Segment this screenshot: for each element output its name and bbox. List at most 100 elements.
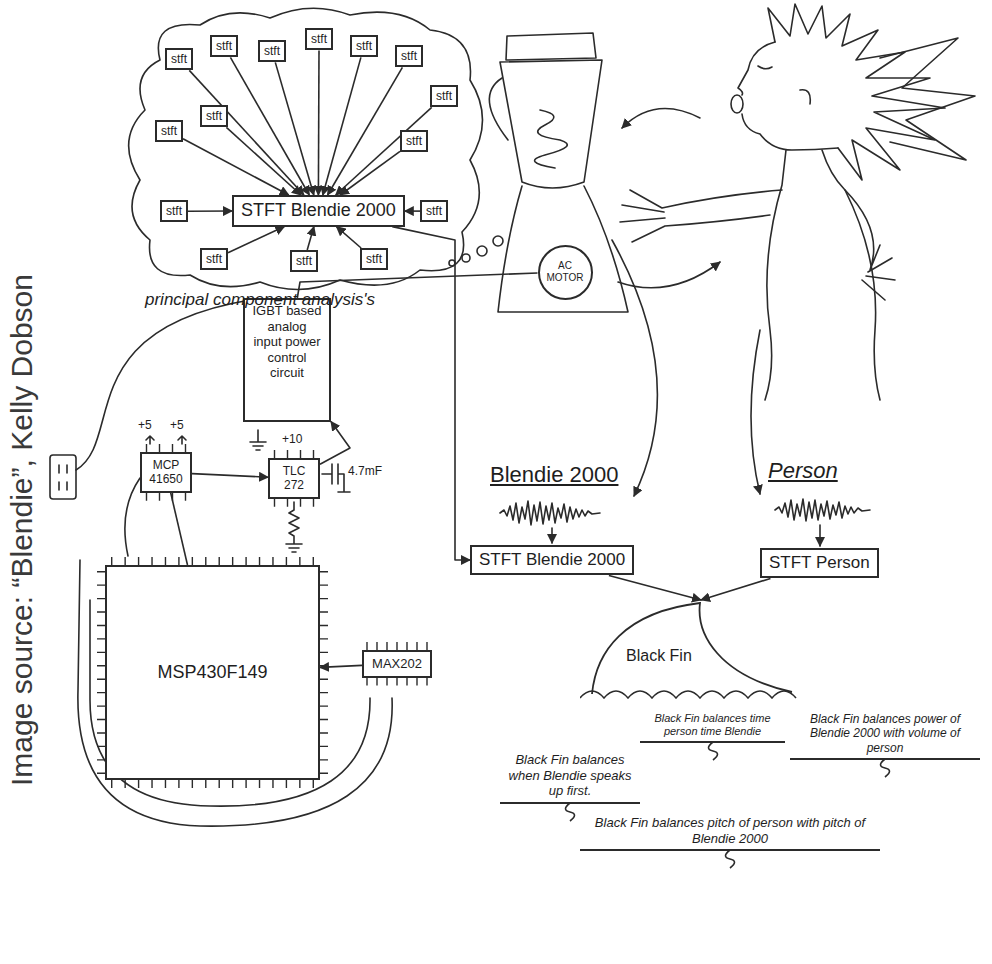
stft-box: stft [350,35,378,57]
stft-box: stft [200,248,228,270]
node-text: MCP 41650 [146,458,186,487]
supply-label: +5 [138,418,152,432]
sound-arrow [622,109,700,128]
node-text: stft [426,204,442,218]
motor-circle: AC MOTOR [538,245,593,300]
arrow-connector [189,70,304,195]
arrow-connector [318,50,320,195]
chip-pin [147,444,186,501]
ground-symbol [250,430,266,450]
wall-outlet [50,455,76,499]
node-text: stft [356,39,372,53]
node-text: Black Fin [626,646,692,665]
fin-outline [592,603,792,694]
arrow-connector [405,210,420,212]
chip-pin [97,557,328,788]
blender-handle [489,78,508,140]
blender-jar [500,60,602,188]
stft-box: stft [200,105,228,127]
seesaw-plank: Black Fin balances power of Blendie 2000… [790,712,980,760]
chip-pin [367,642,427,686]
component-value: 4.7mF [348,464,382,478]
arrow-connector [336,107,432,195]
seesaw-plank: Black Fin balances when Blendie speaks u… [500,752,640,804]
arrow-connector [328,67,403,195]
blender-lid [506,33,596,60]
arrow-connector [701,578,771,600]
node-text: STFT Blendie 2000 [479,550,625,570]
arrow-connector [340,151,400,195]
node-text: stft [206,109,222,123]
person-body [765,150,880,400]
resistor-symbol [286,502,302,552]
arrow-connector [275,62,314,195]
note: principal component analysis's [145,290,375,310]
process-box: STFT Person [760,548,879,578]
node-text: IGBT based analog input power control ci… [252,303,322,381]
stft-box: stft [165,48,193,70]
node-text: Black Fin balances time person time Blen… [642,712,783,738]
signal-arrow [551,528,553,543]
node-text: stft [161,124,177,138]
person-hair [880,38,975,160]
stft-box: stft [395,45,423,67]
person-mouth [731,95,743,113]
fulcrum [870,758,900,778]
fulcrum [566,803,575,821]
arrow-connector [228,227,284,253]
node-text: AC MOTOR [546,260,584,284]
node-text: stft [406,134,422,148]
node-text: stft [264,44,280,58]
arrow-connector [609,575,701,600]
fulcrum [881,759,890,777]
fulcrum [715,849,745,869]
arrow-connector [230,57,309,195]
node-text: stft [216,39,232,53]
node-text: MAX202 [372,656,422,672]
node-text: STFT Person [769,553,870,573]
fulcrum [708,742,717,760]
circuit-box: IGBT based analog input power control ci… [243,298,331,422]
waveform [775,499,870,521]
seesaw-plank: Black Fin balances pitch of person with … [580,815,880,851]
supply-label: +5 [170,418,184,432]
thought-bubble [477,246,487,256]
arrow-connector [323,57,361,195]
power-cord [76,300,250,470]
arrow-connector [183,139,289,195]
wire-connector [171,493,188,565]
chip: MAX202 [362,650,432,678]
source-credit: Image source: “Blendie”, Kelly Dobson [4,274,40,786]
node-text: Black Fin balances pitch of person with … [582,815,878,846]
wire [125,478,140,556]
node-text: stft [311,32,327,46]
wave-line [580,691,796,698]
person-hair [768,4,945,180]
node-text: stft [436,89,452,103]
node-text: stft [171,52,187,66]
thought-bubble [449,260,455,266]
person-eye [758,66,810,104]
arrow-connector [337,227,362,248]
process-box: STFT Blendie 2000 [470,545,634,575]
node-text: stft [296,254,312,268]
node-text: stft [206,252,222,266]
thought-cloud [129,8,483,289]
stft-box: stft [258,40,286,62]
stft-box: stft [400,130,428,152]
process-box: STFT Blendie 2000 [232,195,405,227]
stft-box: stft [160,200,188,222]
node-text: stft [166,204,182,218]
chip: TLC 272 [268,458,320,499]
capacitor-symbol [322,464,350,492]
fin-shape: Black Fin [580,600,800,705]
node-text: Black Fin balances power of Blendie 2000… [792,712,978,755]
chip-pin [275,450,314,507]
node-text: stft [366,252,382,266]
node-text: MSP430F149 [157,662,267,684]
fulcrum [698,741,728,761]
stft-box: stft [155,120,183,142]
node-text: STFT Blendie 2000 [241,200,396,222]
arrow-connector [320,422,350,465]
